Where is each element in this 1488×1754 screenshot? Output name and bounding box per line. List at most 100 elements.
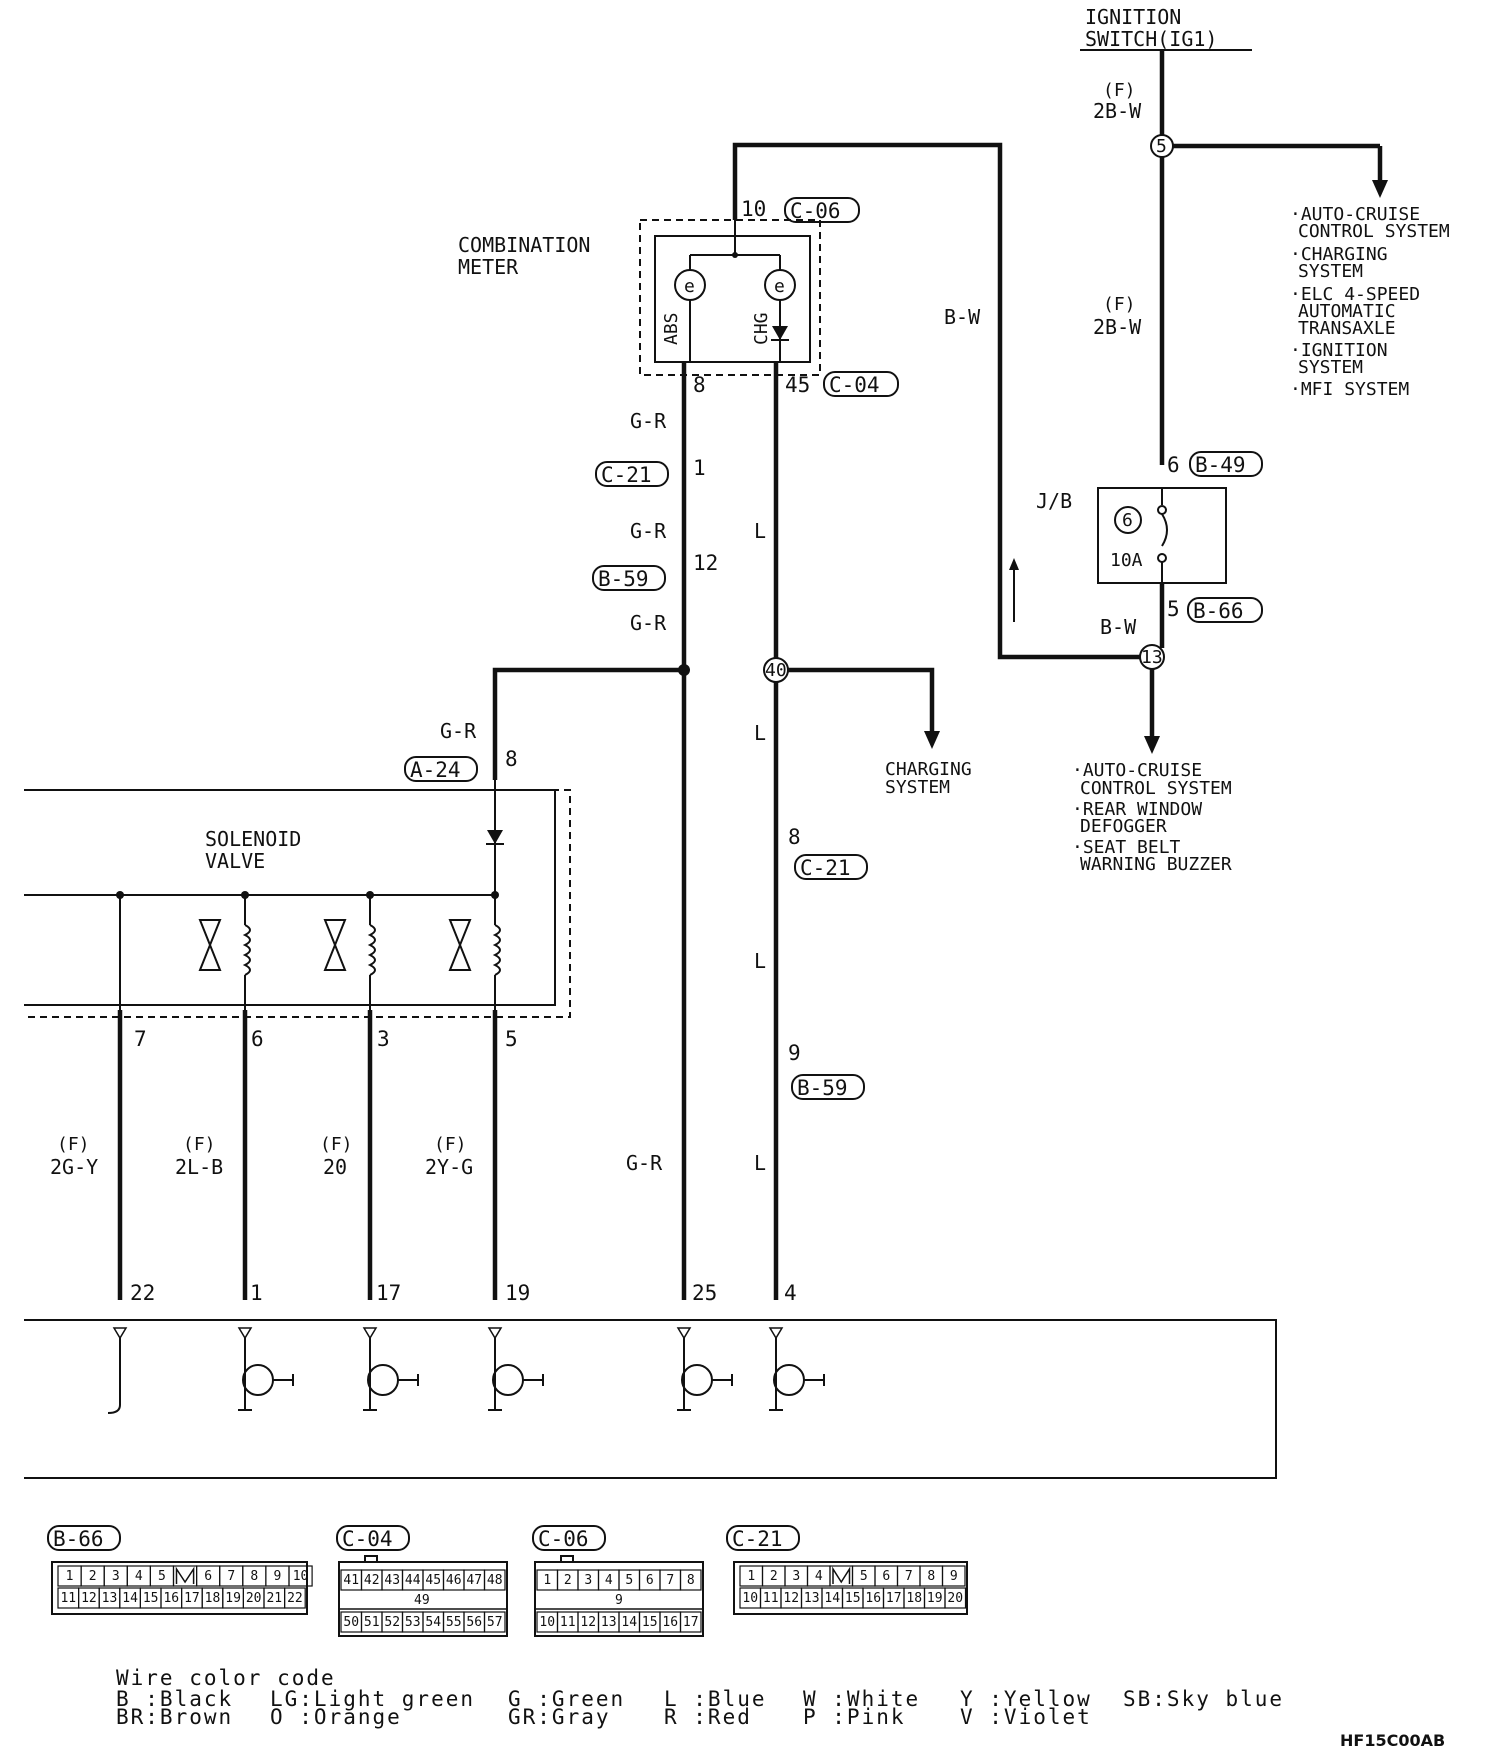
connector-pin-number: 2 [564, 1573, 572, 1588]
solenoid-coil-1 [198, 895, 251, 1010]
connector-pin-number: 10 [539, 1615, 555, 1630]
svg-text:B-W: B-W [1100, 615, 1137, 639]
diagram-code: HF15C00AB [1340, 1731, 1445, 1750]
svg-text:25: 25 [692, 1281, 717, 1305]
connector-pin-number: 20 [947, 1591, 963, 1606]
svg-text:G-R: G-R [630, 409, 667, 433]
svg-text:2B-W: 2B-W [1093, 315, 1142, 339]
connector-pin-number: 2 [89, 1569, 97, 1584]
svg-text:C-21: C-21 [800, 856, 851, 880]
svg-text:·IGNITION: ·IGNITION [1290, 340, 1388, 361]
connector-pin-number: 5 [860, 1569, 868, 1584]
svg-text:W :White: W :White [803, 1687, 920, 1711]
destination-list-bottom: ·AUTO-CRUISE CONTROL SYSTEM ·REAR WINDOW… [1072, 760, 1232, 875]
svg-text:C-06: C-06 [790, 199, 841, 223]
solenoid-valve: A-24 8 SOLENOID VALVE [24, 747, 571, 1051]
ignition-switch: IGNITION SWITCH(IG1) [1080, 5, 1252, 51]
connector-pin-number: 15 [642, 1615, 658, 1630]
connector-pin-number: 7 [227, 1569, 235, 1584]
svg-text:2B-W: 2B-W [1093, 99, 1142, 123]
svg-text:10: 10 [741, 197, 766, 221]
connector-pin-number: 13 [601, 1615, 617, 1630]
svg-text:ABS: ABS [661, 312, 682, 345]
connector-pin-number: 3 [792, 1569, 800, 1584]
svg-text:B :Black: B :Black [116, 1687, 233, 1711]
connector-pin-number: 45 [425, 1573, 441, 1588]
svg-text:13: 13 [1141, 647, 1163, 668]
svg-text:G-R: G-R [630, 611, 667, 635]
svg-text:9: 9 [615, 1593, 623, 1608]
svg-text:8: 8 [788, 825, 801, 849]
connector-cell [679, 1569, 702, 1591]
svg-text:L: L [754, 721, 766, 745]
connector-pin-number: 8 [687, 1573, 695, 1588]
svg-text:R :Red: R :Red [664, 1705, 752, 1729]
svg-text:CONTROL SYSTEM: CONTROL SYSTEM [1080, 778, 1232, 799]
svg-text:IGNITION: IGNITION [1085, 5, 1181, 29]
connector-pin-number: 6 [646, 1573, 654, 1588]
connector-key-mark [832, 1566, 851, 1584]
svg-text:Y :Yellow: Y :Yellow [960, 1687, 1092, 1711]
svg-text:CONTROL SYSTEM: CONTROL SYSTEM [1298, 221, 1450, 242]
connector-pin-number: 6 [204, 1569, 212, 1584]
svg-text:49: 49 [414, 1593, 430, 1608]
svg-text:3: 3 [377, 1027, 390, 1051]
wire-color-code-legend: Wire color code B :Black BR:Brown LG:Lig… [116, 1666, 1284, 1729]
connector-tag-b59-a: B-59 [592, 565, 666, 591]
connector-pin-number: 16 [163, 1591, 179, 1606]
svg-text:SB:Sky blue: SB:Sky blue [1123, 1687, 1284, 1711]
svg-text:CHARGING: CHARGING [885, 759, 972, 780]
svg-text:L: L [754, 1151, 766, 1175]
svg-text:CHG: CHG [751, 312, 772, 345]
connector-pin-number: 4 [135, 1569, 143, 1584]
svg-text:B-66: B-66 [53, 1527, 104, 1551]
connector-pin-number: 43 [384, 1573, 400, 1588]
svg-text:·SEAT BELT: ·SEAT BELT [1072, 837, 1181, 858]
connector-pin-number: 3 [584, 1573, 592, 1588]
svg-text:6: 6 [251, 1027, 264, 1051]
svg-text:B-49: B-49 [1195, 453, 1246, 477]
svg-text:TRANSAXLE: TRANSAXLE [1298, 318, 1396, 339]
connector-pin-number: 44 [405, 1573, 421, 1588]
svg-text:SYSTEM: SYSTEM [1298, 357, 1363, 378]
svg-text:22: 22 [130, 1281, 155, 1305]
connector-tag-b66: B-66 [1187, 597, 1263, 623]
connector-tag-c21-b: C-21 [794, 854, 868, 880]
svg-text:L: L [754, 519, 766, 543]
connector-pin-number: 56 [466, 1615, 482, 1630]
junction-block: 6 B-49 J/B 6 10A 5 B-66 B-W 13 [1036, 451, 1263, 754]
svg-text:L: L [754, 949, 766, 973]
connector-pin-number: 1 [66, 1569, 74, 1584]
solenoid-coil-3 [448, 895, 501, 1010]
transistor-17 [362, 1327, 419, 1411]
connector-pin-number: 55 [446, 1615, 462, 1630]
connector-cell [941, 1565, 966, 1587]
connector-pin-number: 18 [906, 1591, 922, 1606]
connector-pin-number: 8 [250, 1569, 258, 1584]
connector-pin-number: 6 [882, 1569, 890, 1584]
connector-pin-number: 2 [770, 1569, 778, 1584]
svg-text:SWITCH(IG1): SWITCH(IG1) [1085, 27, 1217, 51]
connector-pin-number: 14 [824, 1591, 840, 1606]
connector-pin-number: 16 [662, 1615, 678, 1630]
svg-text:6: 6 [1167, 453, 1180, 477]
connector-pin-number: 21 [266, 1591, 282, 1606]
connector-pin-number: 11 [763, 1591, 779, 1606]
connector-cell [483, 1611, 506, 1633]
connector-pin-number: 54 [425, 1615, 441, 1630]
bw-loop-wire: B-W [732, 142, 1140, 660]
connector-pin-number: 7 [666, 1573, 674, 1588]
connector-pin-number: 46 [446, 1573, 462, 1588]
connector-tag-c06: C-06 [784, 197, 860, 223]
svg-text:17: 17 [376, 1281, 401, 1305]
connector-pin-number: 9 [950, 1569, 958, 1584]
destination-charging-system: CHARGING SYSTEM [885, 759, 972, 798]
transistor-19 [487, 1327, 544, 1411]
svg-text:2L-B: 2L-B [175, 1155, 223, 1179]
